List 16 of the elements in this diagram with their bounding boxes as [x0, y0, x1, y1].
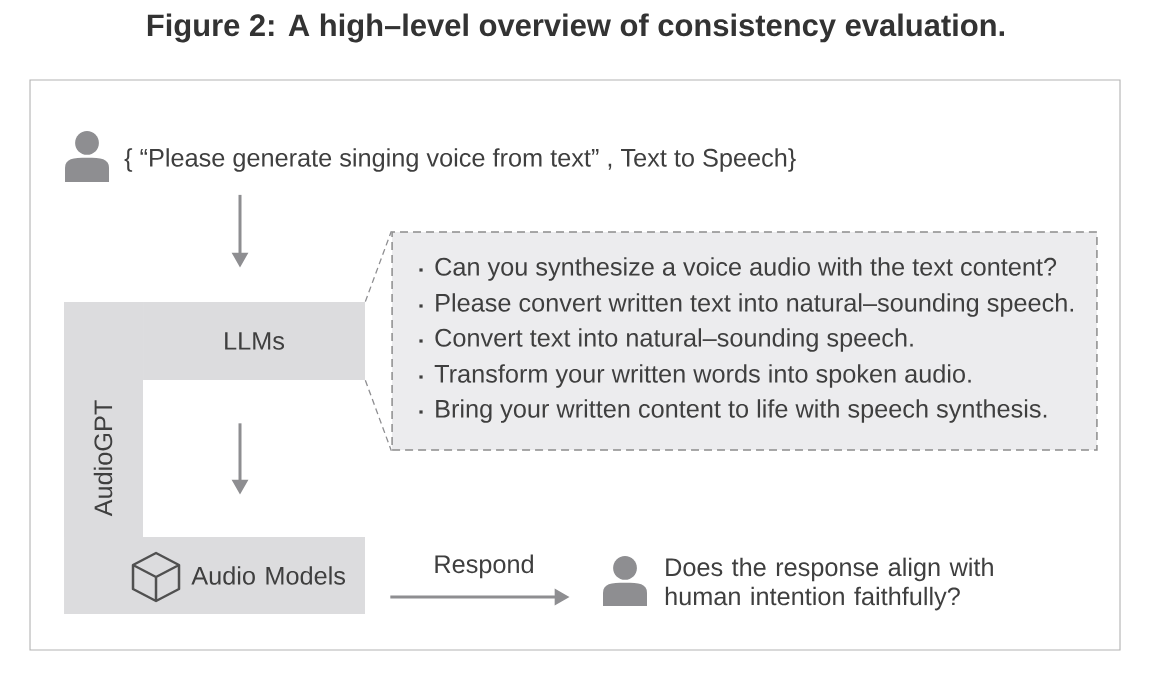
- module-box: Audio Models: [64, 537, 365, 614]
- title: Figure 2: A high–level overview of consistency evaluation.: [147, 13, 1005, 43]
- edge-label: Respond: [429, 551, 539, 582]
- dashed-line: [364, 230, 392, 303]
- node-label: AudioGPT: [93, 400, 113, 517]
- module-box: LLMs: [143, 302, 365, 380]
- node-label: LLMs: [225, 332, 285, 350]
- bullet-text: Convert text into natural–sounding speech.: [435, 328, 913, 352]
- request-text: { “Please generate singing voice from text” , Text to Speech}: [124, 148, 796, 172]
- bullet-text: Transform your written words into spoken audio.: [434, 364, 971, 388]
- dashed-line: [364, 379, 392, 452]
- bullet-text: Bring your written content to life with speech synthesis.: [436, 399, 1047, 423]
- beside-text: Does the response align with human intention faithfully?: [665, 557, 993, 611]
- bullet-text: Can you synthesize a voice audio with the text content?: [435, 257, 1057, 281]
- bullet-text: Please convert written text into natural–sounding speech.: [436, 293, 1073, 317]
- side-panel: AudioGPT: [64, 302, 143, 537]
